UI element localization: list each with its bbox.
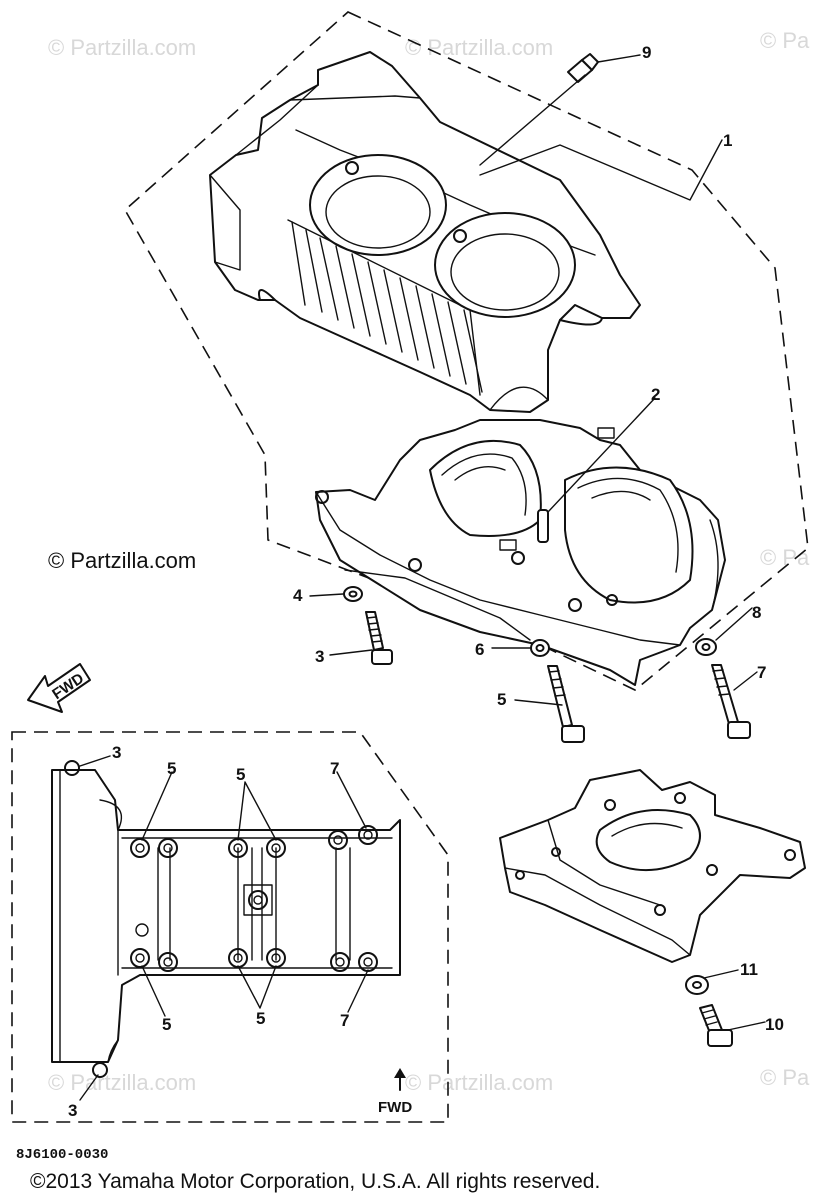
- fwd-arrow-icon: FWD: [27, 663, 91, 713]
- inset-callout-3: 3: [112, 743, 121, 762]
- callout-4: 4: [293, 586, 303, 605]
- watermark: © Pa: [760, 545, 810, 570]
- copyright-notice: ©2013 Yamaha Motor Corporation, U.S.A. A…: [30, 1170, 600, 1193]
- inset-callout-5: 5: [256, 1009, 265, 1028]
- watermark: © Partzilla.com: [405, 35, 553, 60]
- callout-2: 2: [651, 385, 660, 404]
- lower-crankcase: [315, 419, 726, 686]
- callout-9: 9: [642, 43, 651, 62]
- inset-callout-5: 5: [236, 765, 245, 784]
- callout-1: 1: [723, 131, 732, 150]
- callout-6: 6: [475, 640, 484, 659]
- bolt-3: [365, 611, 393, 665]
- bolt-5: [547, 665, 585, 743]
- callout-8: 8: [752, 603, 761, 622]
- washer-6: [530, 639, 550, 657]
- washer-4: [343, 586, 363, 602]
- callout-10: 10: [765, 1015, 784, 1034]
- plug-9: [567, 53, 599, 83]
- inset-callout-7: 7: [340, 1011, 349, 1030]
- callout-7: 7: [757, 663, 766, 682]
- dowel-pin: [537, 509, 549, 543]
- nut-11: [685, 975, 709, 995]
- callout-11: 11: [740, 960, 758, 979]
- leader-lines: [309, 54, 766, 1031]
- bolt-10: [699, 1004, 733, 1047]
- inset-callout-7: 7: [330, 759, 339, 778]
- bolt-7: [711, 664, 751, 739]
- watermark: © Pa: [760, 28, 810, 53]
- fwd-up-arrow-head-icon: [394, 1068, 406, 1078]
- inset-callout-5: 5: [167, 759, 176, 778]
- watermark: © Partzilla.com: [405, 1070, 553, 1095]
- bottom-view-inset: 3 5 5 7 5 5 7 3 FWD: [11, 731, 449, 1123]
- callout-3: 3: [315, 647, 324, 666]
- washer-8: [695, 638, 717, 656]
- assembly-outline: [123, 11, 809, 691]
- upper-crankcase: [209, 51, 641, 413]
- watermark-main: © Partzilla.com: [48, 548, 196, 573]
- watermark: © Pa: [760, 1065, 810, 1090]
- watermark: © Partzilla.com: [48, 35, 196, 60]
- callout-5: 5: [497, 690, 506, 709]
- diagram-code: 8J6100-0030: [16, 1147, 108, 1163]
- inset-callout-3: 3: [68, 1101, 77, 1120]
- inset-fwd-label: FWD: [378, 1099, 412, 1116]
- inset-callout-5: 5: [162, 1015, 171, 1034]
- watermark: © Partzilla.com: [48, 1070, 196, 1095]
- engine-mount-plate: [499, 769, 806, 963]
